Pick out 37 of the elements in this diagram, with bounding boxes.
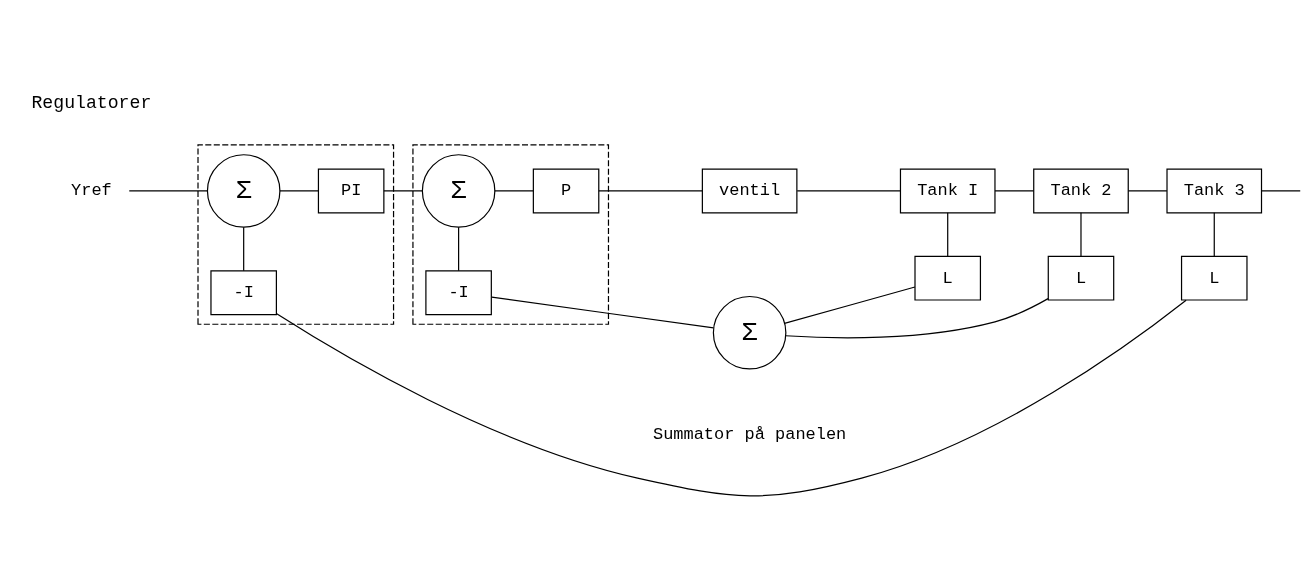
connector — [946, 212, 948, 257]
node-box: -I — [424, 270, 492, 316]
node-box: L — [913, 255, 981, 301]
connector — [493, 190, 534, 192]
node-box: -I — [209, 270, 277, 316]
node-circle: Σ — [421, 154, 495, 228]
node-box: PI — [317, 168, 384, 214]
connector — [382, 190, 423, 192]
node-label: Summator på panelen — [652, 424, 846, 444]
connector — [128, 190, 208, 192]
cluster — [411, 144, 609, 325]
connector — [490, 296, 714, 329]
node-circle: Σ — [206, 154, 280, 228]
connector — [796, 190, 901, 192]
connector — [783, 286, 916, 324]
node-text: Yref — [70, 181, 112, 201]
cluster — [196, 144, 394, 325]
label: Regulatorer — [30, 92, 151, 113]
node-box: Tank 2 — [1032, 168, 1129, 214]
connector — [784, 298, 1049, 339]
connector — [1079, 212, 1082, 257]
connector — [1127, 190, 1167, 192]
connector — [1213, 212, 1215, 257]
connector — [242, 226, 244, 272]
connector — [993, 190, 1034, 192]
connector — [597, 190, 703, 192]
node-box: L — [1180, 255, 1248, 301]
node-box: Tank I — [899, 168, 996, 214]
node-box: ventil — [701, 168, 797, 214]
node-circle: Σ — [712, 295, 786, 370]
connector — [457, 226, 459, 272]
connector — [278, 190, 319, 192]
connector — [275, 299, 1187, 497]
node-box: P — [532, 168, 599, 214]
connector — [1260, 190, 1301, 192]
node-box: L — [1047, 255, 1114, 301]
node-box: Tank 3 — [1165, 168, 1262, 214]
